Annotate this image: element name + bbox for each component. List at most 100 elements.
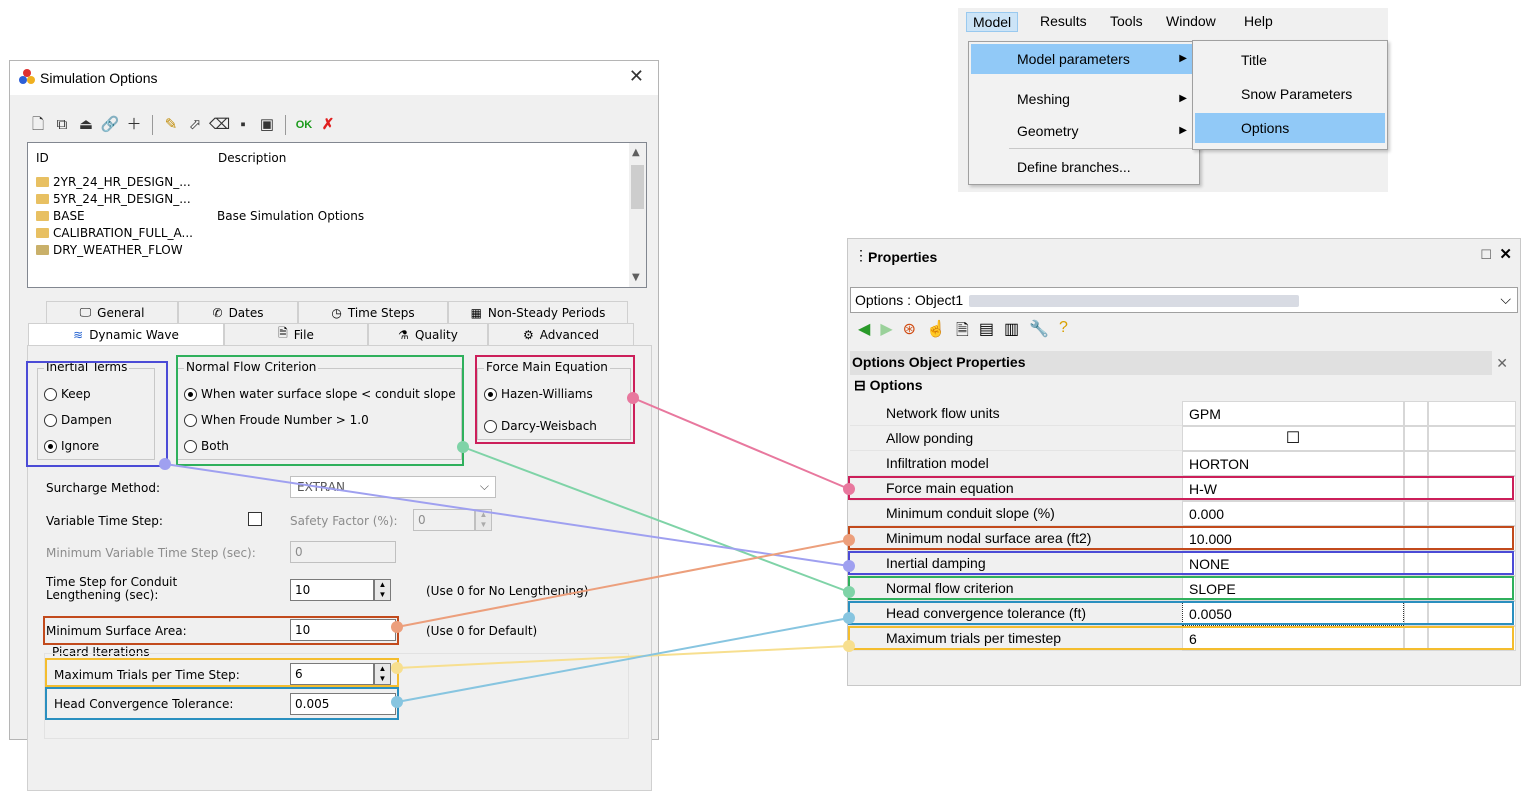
list-item[interactable]: 5YR_24_HR_DESIGN_... [36, 190, 191, 207]
menu-item-define-branches[interactable]: Define branches... [971, 152, 1197, 182]
table-row[interactable]: Allow ponding☐ [850, 426, 1516, 451]
scroll-up-icon[interactable]: ▲ [632, 147, 640, 158]
menu-results[interactable]: Results [1040, 13, 1087, 29]
safety-factor-spinner[interactable]: ▲▼ [475, 509, 492, 531]
menu-help[interactable]: Help [1244, 13, 1273, 29]
radio-label: Hazen-Williams [501, 387, 593, 401]
save-all-icon[interactable]: ▣ [259, 116, 275, 133]
help-icon[interactable]: ? [1059, 319, 1068, 336]
min-surface-input[interactable]: 10 [290, 619, 396, 641]
row-value[interactable]: 10.000 [1182, 526, 1404, 551]
tab-non-steady-periods[interactable]: ▦Non-Steady Periods [448, 301, 628, 323]
cursor-icon[interactable]: ☝ [926, 321, 946, 338]
table-row[interactable]: Minimum conduit slope (%)0.000 [850, 501, 1516, 526]
wrench-icon[interactable]: 🔧 [1029, 321, 1049, 338]
edit-icon[interactable]: ✎ [164, 116, 178, 133]
menu-item-model-parameters[interactable]: Model parameters▶ [971, 44, 1197, 74]
row-value[interactable]: H-W [1182, 476, 1404, 501]
scroll-thumb[interactable] [631, 165, 644, 209]
lengthening-input[interactable]: 10 [290, 579, 374, 601]
radio-ignore[interactable]: Ignore [44, 439, 99, 453]
max-trials-input[interactable]: 6 [290, 663, 374, 685]
new-icon[interactable]: 🗋 [31, 116, 45, 133]
grip-icon[interactable]: ⋮ [854, 247, 868, 263]
connector-dot [391, 696, 403, 708]
safety-factor-input[interactable]: 0 [413, 509, 475, 531]
head-conv-input[interactable]: 0.005 [290, 693, 396, 715]
tab-dates[interactable]: ✆Dates [178, 301, 298, 323]
allow-ponding-checkbox[interactable]: ☐ [1182, 426, 1404, 451]
back-icon[interactable]: ◀ [858, 321, 871, 338]
grid-view-icon[interactable]: ▤ [978, 321, 994, 338]
close-icon[interactable]: ✕ [1496, 355, 1508, 371]
delete-icon[interactable]: ⬀ [188, 116, 202, 133]
tab-general[interactable]: 🖵General [46, 301, 178, 323]
close-icon[interactable]: ✕ [1499, 246, 1512, 263]
maximize-icon[interactable]: ☐ [1480, 247, 1492, 262]
tab-advanced[interactable]: ⚙Advanced [488, 323, 634, 345]
row-bg [850, 626, 1182, 651]
object-selector[interactable]: Options : Object1⌵ [850, 287, 1518, 313]
add-icon[interactable]: ＋ [126, 116, 142, 133]
radio-froude[interactable]: When Froude Number > 1.0 [184, 413, 369, 427]
columns-icon[interactable]: ▥ [1003, 321, 1020, 338]
row-value[interactable]: 0.000 [1182, 501, 1404, 526]
list-item[interactable]: 2YR_24_HR_DESIGN_... [36, 173, 191, 190]
radio-hazen-williams[interactable]: Hazen-Williams [484, 387, 593, 401]
report-icon[interactable]: 🗎 [955, 322, 969, 339]
tab-dynamic-wave[interactable]: ≋Dynamic Wave [28, 323, 224, 345]
row-value[interactable]: HORTON [1182, 451, 1404, 476]
radio-keep[interactable]: Keep [44, 387, 91, 401]
menu-item-meshing[interactable]: Meshing▶ [971, 84, 1197, 114]
row-bg [850, 601, 1182, 626]
list-scrollbar[interactable]: ▲ ▼ [629, 143, 646, 287]
scroll-down-icon[interactable]: ▼ [632, 272, 640, 283]
variable-ts-checkbox[interactable] [248, 512, 262, 526]
menu-item-options[interactable]: Options [1195, 113, 1385, 143]
connector-max-trials [396, 645, 850, 669]
forward-icon[interactable]: ▶ [880, 321, 893, 338]
import-icon[interactable]: ⏏ [78, 116, 94, 133]
options-section[interactable]: ⊟ Options [854, 377, 923, 393]
table-row[interactable]: Minimum nodal surface area (ft2)10.000 [850, 526, 1516, 551]
table-row[interactable]: Head convergence tolerance (ft)0.0050 [850, 601, 1516, 626]
menu-model[interactable]: Model [966, 12, 1019, 32]
radio-darcy-weisbach[interactable]: Darcy-Weisbach [484, 419, 597, 433]
globe-icon[interactable]: ⊛ [902, 321, 917, 338]
close-icon[interactable]: ✕ [628, 66, 644, 86]
menu-item-snow-parameters[interactable]: Snow Parameters [1195, 79, 1385, 109]
menu-window[interactable]: Window [1166, 13, 1216, 29]
radio-both[interactable]: Both [184, 439, 229, 453]
tab-file[interactable]: 🗎File [224, 323, 368, 345]
radio-slope[interactable]: When water surface slope < conduit slope [184, 387, 456, 401]
menu-item-geometry[interactable]: Geometry▶ [971, 116, 1197, 146]
link-icon[interactable]: 🔗 [100, 116, 120, 133]
copy-icon[interactable]: ⧉ [56, 116, 68, 133]
lengthening-spinner[interactable]: ▲▼ [374, 579, 391, 601]
save-icon[interactable]: ▪ [240, 116, 246, 133]
row-value[interactable]: GPM [1182, 401, 1404, 426]
min-variable-ts-input[interactable]: 0 [290, 541, 396, 563]
radio-dampen[interactable]: Dampen [44, 413, 112, 427]
ok-icon[interactable]: OK [295, 119, 313, 131]
connector-lines [159, 392, 855, 708]
menu-item-title[interactable]: Title [1195, 45, 1385, 75]
list-item[interactable]: DRY_WEATHER_FLOW [36, 241, 183, 258]
list-item[interactable]: CALIBRATION_FULL_A... [36, 224, 193, 241]
erase-icon[interactable]: ⌫ [209, 116, 231, 133]
menu-tools[interactable]: Tools [1110, 13, 1143, 29]
blurred-text [969, 295, 1300, 308]
max-trials-spinner[interactable]: ▲▼ [374, 663, 391, 685]
scenario-list[interactable]: ID Description 2YR_24_HR_DESIGN_... 5YR_… [27, 142, 647, 288]
row-value[interactable]: 0.0050 [1182, 601, 1404, 626]
cancel-icon[interactable]: ✗ [321, 116, 335, 133]
tab-time-steps[interactable]: ◷Time Steps [298, 301, 448, 323]
tab-quality[interactable]: ⚗Quality [368, 323, 488, 345]
